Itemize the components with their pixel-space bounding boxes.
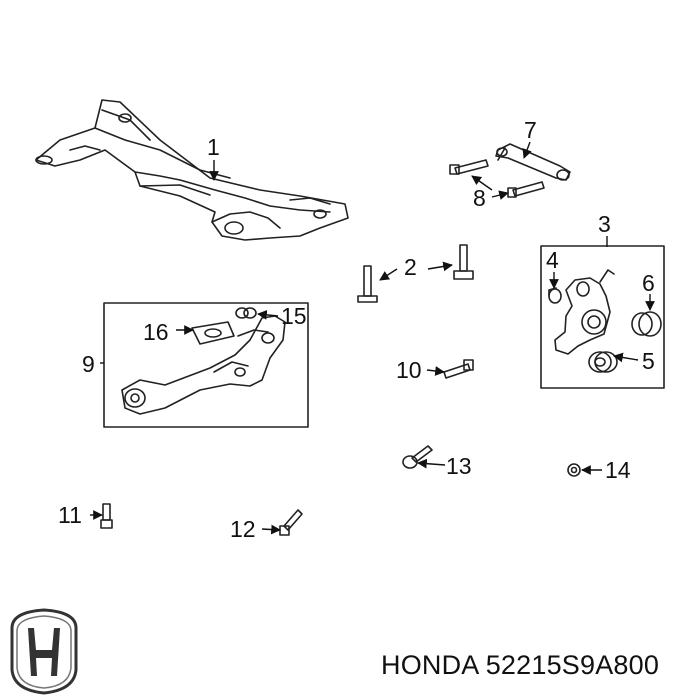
nut-14-part (567, 463, 581, 477)
leader-lines (90, 141, 655, 535)
callout-9: 9 (82, 351, 95, 377)
knuckle-group-box (540, 245, 665, 389)
subframe-part (35, 99, 349, 241)
callout-13: 13 (446, 453, 472, 479)
knuckle-part (554, 269, 615, 355)
long-bolts-part (357, 244, 474, 303)
bolts-part (449, 159, 545, 198)
callout-10: 10 (396, 357, 422, 383)
callout-14: 14 (605, 457, 631, 483)
bushing-ring-part (588, 351, 618, 373)
callout-4: 4 (546, 247, 559, 273)
callout-12: 12 (230, 516, 256, 542)
callout-16: 16 (143, 319, 169, 345)
bracket-part (191, 321, 235, 345)
bolt-10-part (443, 359, 474, 379)
part-number-caption: HONDA 52215S9A800 (381, 650, 660, 680)
callout-1: 1 (207, 134, 220, 160)
callout-2: 2 (404, 254, 417, 280)
nut-part (235, 307, 257, 319)
callout-11: 11 (58, 502, 82, 528)
honda-logo (10, 608, 78, 695)
bushing-small-part (548, 287, 562, 304)
bolt-12-part (279, 509, 303, 536)
upper-arm-part (495, 143, 571, 181)
callout-8: 8 (473, 185, 486, 211)
lower-arm-group-box (103, 302, 309, 428)
bolt-13-part (402, 445, 433, 469)
callout-15: 15 (281, 303, 307, 329)
lower-arm-part (121, 315, 286, 415)
callout-3: 3 (598, 211, 611, 237)
bolt-11-part (100, 503, 113, 529)
callout-labels: 1 2 3 4 5 6 7 8 9 10 11 12 13 14 15 16 (58, 117, 655, 542)
callout-5: 5 (642, 348, 655, 374)
callout-6: 6 (642, 270, 655, 296)
bushing-large-part (631, 311, 662, 337)
callout-7: 7 (524, 117, 537, 143)
